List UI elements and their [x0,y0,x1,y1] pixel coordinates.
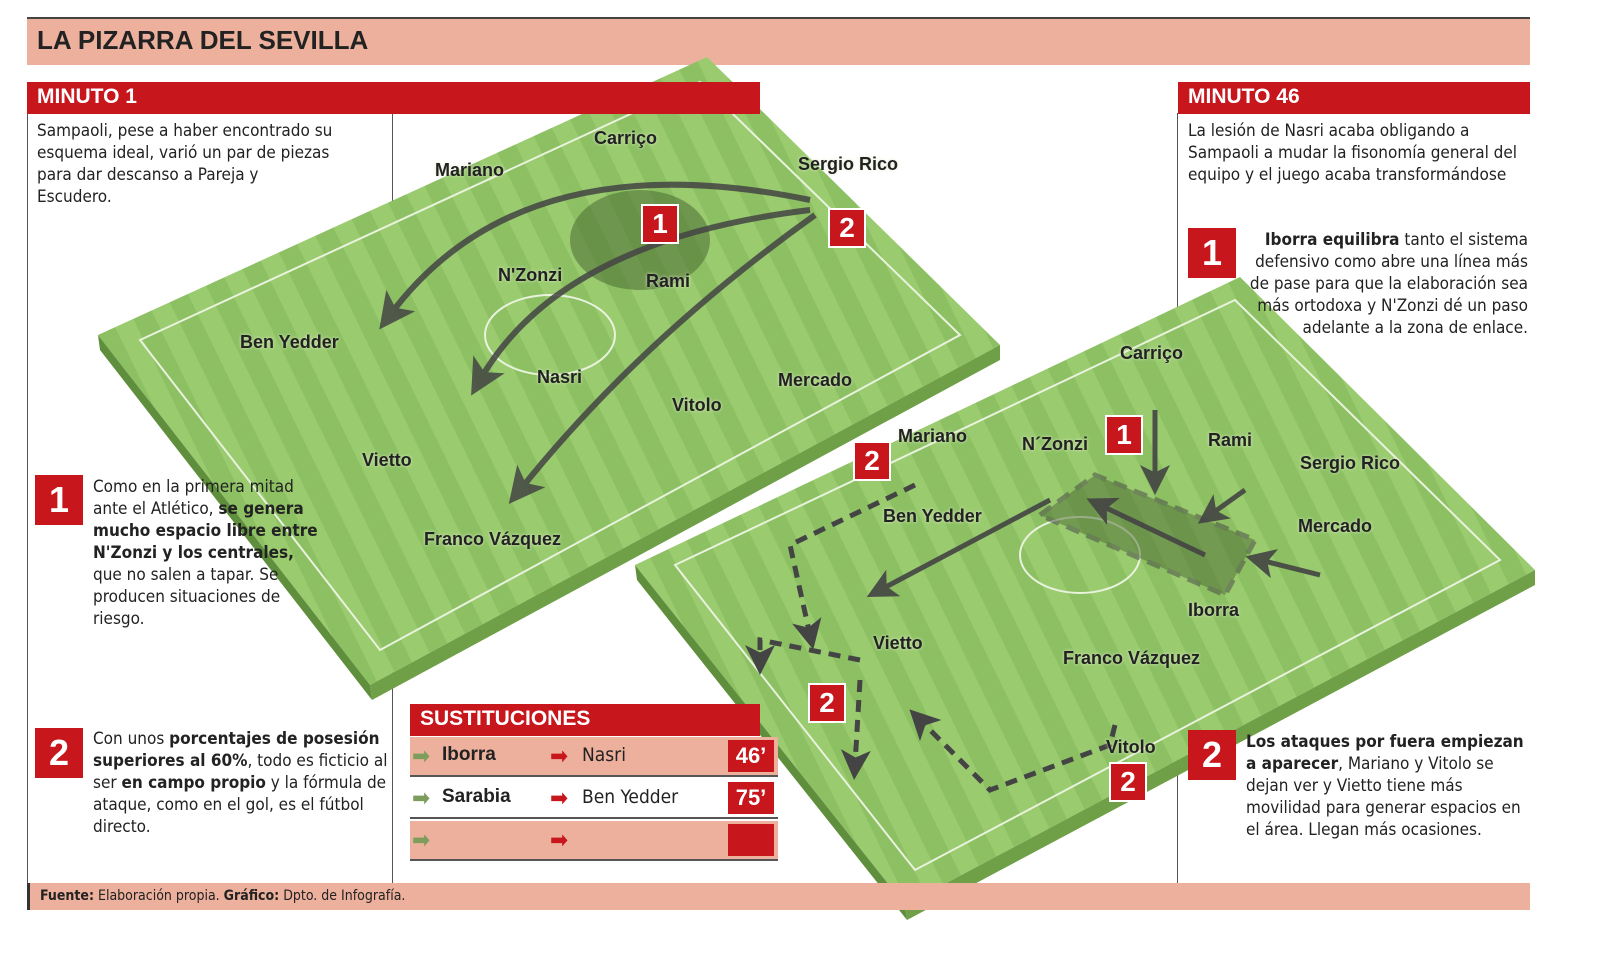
in-arrow-icon: ➡ [412,742,431,770]
pitch-2 [635,277,1535,905]
marker-number: 2 [853,441,891,481]
in-arrow-icon: ➡ [412,826,431,854]
page-title: LA PIZARRA DEL SEVILLA [37,25,369,55]
substitutions-header: SUSTITUCIONES [410,704,760,736]
player-label: Vitolo [672,395,722,415]
minuto46-header: MINUTO 46 [1178,82,1530,114]
player-label: Nasri [537,367,583,387]
note-number: 1 [1188,228,1236,278]
divider [27,113,28,883]
player-label: Carriço [1120,343,1184,363]
marker-number: 2 [828,208,866,248]
minuto1-note2: Con unos porcentajes de posesión superio… [93,729,388,837]
player-label: N'Zonzi [498,265,563,285]
player-label: Franco Vázquez [424,529,562,549]
player-label: Rami [646,271,691,291]
minuto1-note1: Como en la primera mitad ante el Atlétic… [93,477,318,629]
player-label: Franco Vázquez [1063,648,1201,668]
player-label: Mariano [898,426,968,446]
marker-number: 1 [641,204,679,244]
player-label: N´Zonzi [1022,434,1088,454]
out-arrow-icon: ➡ [550,826,569,854]
player-label: Vietto [362,450,412,470]
player-label: Vitolo [1106,737,1156,757]
marker-number: 2 [808,683,846,723]
in-arrow-icon: ➡ [412,784,431,812]
player-label: Mariano [435,160,505,180]
minuto1-intro: Sampaoli, pese a haber encontrado su esq… [37,121,333,207]
out-arrow-icon: ➡ [550,784,569,812]
minuto46-intro: La lesión de Nasri acaba obligando a Sam… [1188,121,1518,185]
player-label: Ben Yedder [883,506,982,526]
player-label: Mercado [1298,516,1373,536]
marker-number: 2 [1109,762,1147,802]
player-label: Mercado [778,370,853,390]
minuto46-note2: Los ataques por fuera empiezan a aparece… [1246,732,1524,840]
player-label: Ben Yedder [240,332,339,352]
player-label: Vietto [873,633,923,653]
player-label: Sergio Rico [798,154,899,174]
player-label: Iborra [1188,600,1240,620]
minuto1-header: MINUTO 1 [27,82,760,114]
marker-number: 1 [1105,415,1143,455]
note-number: 2 [1188,730,1236,780]
substitution-row: ➡ Sarabia ➡ Ben Yedder 75’ [410,779,778,819]
player-label: Carriço [594,128,658,148]
footer: Fuente: Elaboración propia. Gráfico: Dpt… [27,883,1530,910]
player-label: Rami [1208,430,1253,450]
note-number: 1 [35,475,83,525]
note-number: 2 [35,728,83,778]
title-bar: LA PIZARRA DEL SEVILLA [27,17,1530,65]
substitution-row: ➡ Iborra ➡ Nasri 46’ [410,737,778,777]
minuto46-note1: Iborra equilibra tanto el sistema defens… [1249,230,1528,338]
player-label: Sergio Rico [1300,453,1401,473]
out-arrow-icon: ➡ [550,742,569,770]
substitution-row: ➡ ➡ [410,821,778,861]
